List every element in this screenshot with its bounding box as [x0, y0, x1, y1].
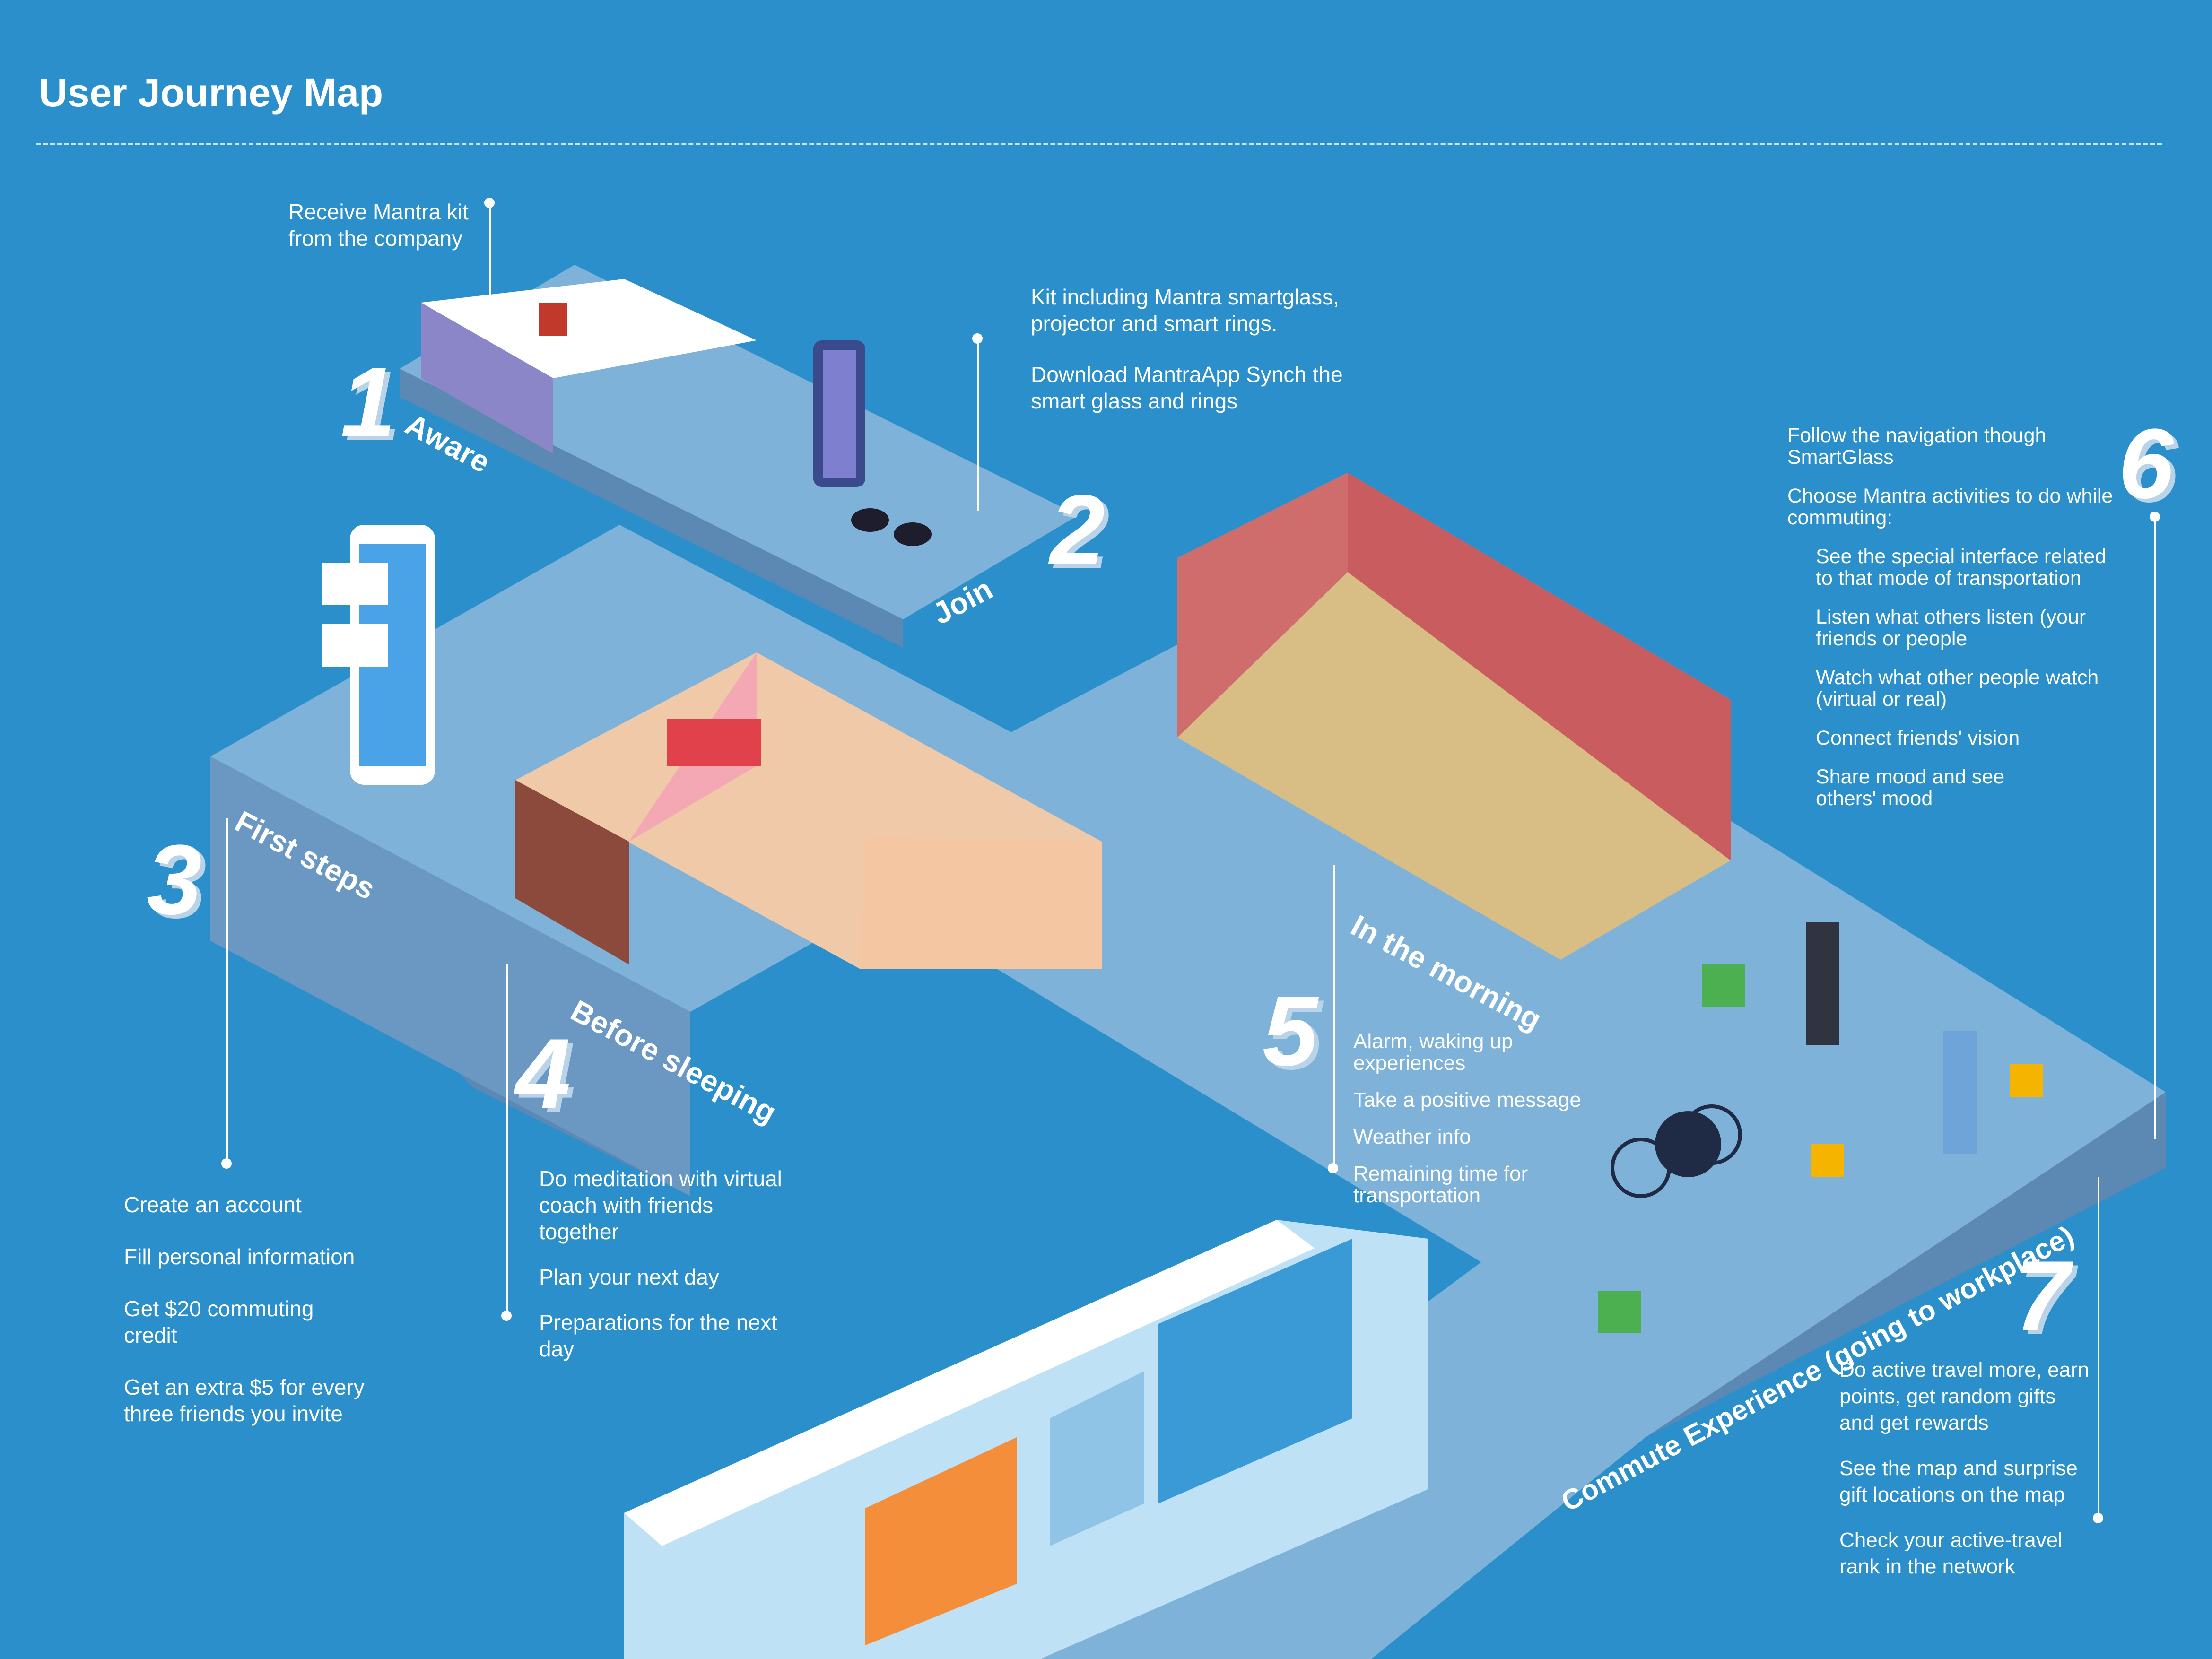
stage-2-number: 2: [1050, 474, 1105, 585]
stage-2-note: Download MantraApp Synch the smart glass…: [1031, 362, 1343, 413]
stage-3-connector: [226, 818, 228, 1163]
stage-4-number: 4: [515, 1018, 571, 1129]
stage-6-note: See the special interface related to tha…: [1816, 545, 2107, 590]
stage-4-note: Preparations for the next day: [539, 1310, 777, 1361]
gift-box-icon: [2010, 1064, 2043, 1097]
stage-7-notes: Do active travel more, earn points, get …: [1839, 1357, 2095, 1605]
stage-1-note: Receive Mantra kit from the company: [288, 200, 469, 251]
gift-box-icon: [1702, 964, 1745, 1007]
stage-4-dot: [501, 1311, 512, 1321]
stage-5-note: Alarm, waking up experiences: [1353, 1030, 1513, 1075]
stage-4-note: Plan your next day: [539, 1265, 720, 1289]
stage-7-connector: [2098, 1177, 2099, 1518]
stage-7-dot: [2093, 1513, 2103, 1523]
stage-5-number: 5: [1263, 975, 1318, 1086]
stage-1-dot: [484, 198, 495, 208]
stage-5-connector: [1333, 865, 1335, 1168]
stage-5-notes: Alarm, waking up experiences Take a posi…: [1353, 1031, 1618, 1231]
stage-3-number: 3: [147, 824, 202, 935]
stage-6-note: Connect friends' vision: [1816, 727, 2020, 749]
smartglass-icon: [851, 508, 889, 532]
gift-box-icon: [1598, 1291, 1641, 1333]
stage-6-note: Watch what other people watch (virtual o…: [1816, 666, 2099, 711]
gift-box-icon: [1811, 1144, 1844, 1177]
stage-7-note: Check your active-travel rank in the net…: [1839, 1529, 2063, 1578]
stage-3-note: Fill personal information: [124, 1244, 355, 1269]
stage-1-connector: [489, 203, 491, 298]
commuter-man-icon: [1806, 922, 1839, 1045]
commuter-woman-icon: [1943, 1031, 1977, 1154]
stage-6-dot: [2150, 512, 2160, 522]
stage-6-number: 6: [2118, 408, 2174, 519]
stage-1-notes: Receive Mantra kit from the company: [288, 199, 487, 276]
page-title: User Journey Map: [39, 70, 383, 115]
stage-6-note: Choose Mantra activities to do while com…: [1787, 485, 2113, 529]
gift-box-icon: [539, 303, 567, 336]
stage-5-note: Weather info: [1353, 1125, 1471, 1148]
stage-6-note: Follow the navigation though SmartGlass: [1787, 424, 2047, 469]
stage-2-connector: [977, 340, 979, 511]
stage-4-note: Do meditation with virtual coach with fr…: [539, 1166, 782, 1244]
stage-2-dot: [972, 333, 983, 344]
stage-6-note: Share mood and see others' mood: [1816, 765, 2005, 810]
stage-1-number: 1: [340, 347, 396, 458]
title-divider: [36, 143, 2162, 145]
stage-2-notes: Kit including Mantra smartglass, project…: [1031, 284, 1362, 439]
stage-6-notes: Follow the navigation though SmartGlass …: [1787, 425, 2128, 809]
stage-3-note: Get $20 commuting credit: [124, 1296, 314, 1347]
office-desk: [421, 279, 757, 378]
stage-3-note: Create an account: [124, 1192, 302, 1217]
stage-7-note: See the map and surprise gift locations …: [1839, 1457, 2078, 1506]
stage-3-note: Get an extra $5 for every three friends …: [124, 1375, 365, 1426]
stage-3-notes: Create an account Fill personal informat…: [124, 1191, 370, 1451]
stage-3-dot: [221, 1158, 232, 1169]
stage-6-note: Listen what others listen (your friends …: [1816, 606, 2086, 650]
stage-6-connector: [2154, 520, 2156, 1139]
stage-4-notes: Do meditation with virtual coach with fr…: [539, 1165, 785, 1387]
stage-5-note: Take a positive message: [1353, 1088, 1581, 1112]
stage-7-note: Do active travel more, earn points, get …: [1839, 1358, 2090, 1434]
stage-5-note: Remaining time for transportation: [1353, 1162, 1528, 1207]
stage-2-note: Kit including Mantra smartglass, project…: [1031, 285, 1339, 336]
stage-5-dot: [1328, 1163, 1338, 1173]
stage-7-number: 7: [2014, 1240, 2070, 1351]
stage-4-connector: [506, 964, 508, 1314]
